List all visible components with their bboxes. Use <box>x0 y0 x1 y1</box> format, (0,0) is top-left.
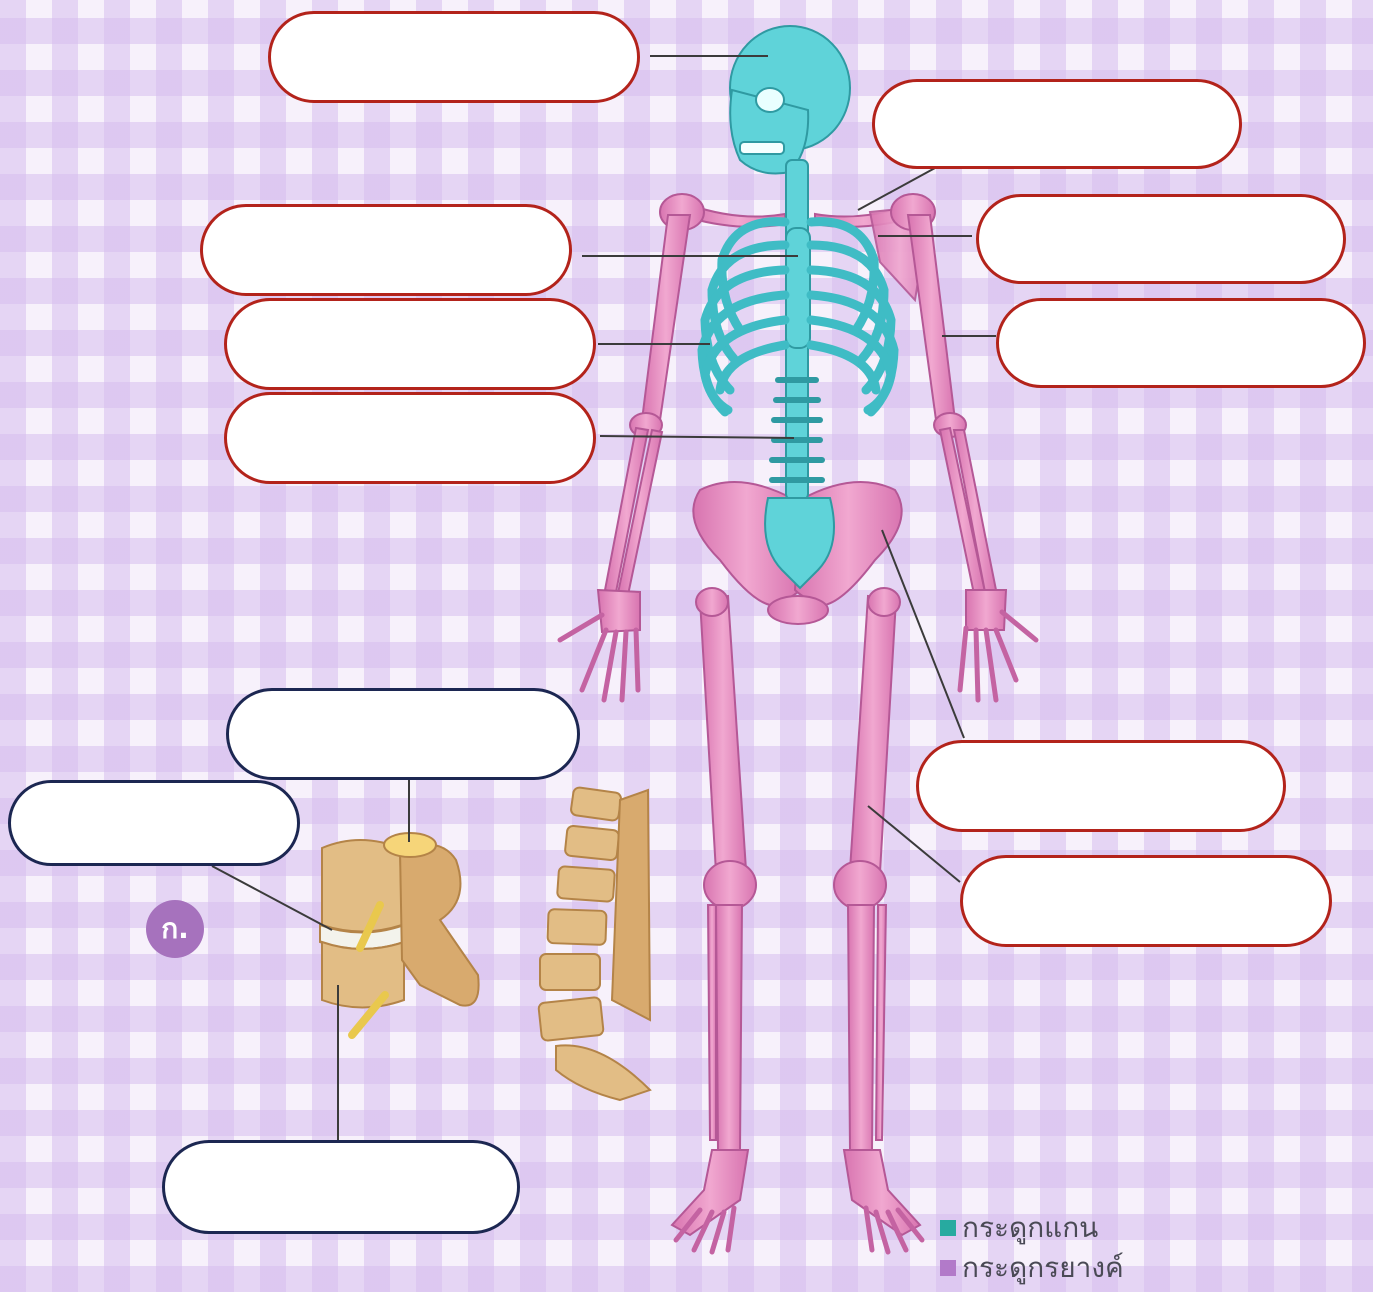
foot-left <box>672 1150 748 1235</box>
label-box-spinal-cord[interactable] <box>226 688 580 780</box>
humerus-left <box>642 215 690 420</box>
tibia-right <box>848 905 874 1150</box>
label-box-ribs[interactable] <box>224 298 596 390</box>
pubis <box>768 596 828 624</box>
label-box-skull[interactable] <box>268 11 640 103</box>
tibia-left <box>716 905 742 1150</box>
hand-right <box>966 590 1006 630</box>
legend: กระดูกแกน กระดูกรยางค์ <box>940 1208 1124 1288</box>
legend-swatch-appendicular <box>940 1260 956 1276</box>
vertebra-detail <box>320 833 479 1035</box>
eye-socket <box>756 88 784 112</box>
femur-left <box>700 596 746 872</box>
label-box-pelvis[interactable] <box>916 740 1286 832</box>
fibula-right <box>876 905 886 1140</box>
knee-left <box>704 861 756 909</box>
label-box-sternum[interactable] <box>200 204 572 296</box>
humerus-right <box>908 215 955 420</box>
label-box-humerus[interactable] <box>996 298 1366 388</box>
legend-swatch-axial <box>940 1220 956 1236</box>
label-box-scapula[interactable] <box>976 194 1346 284</box>
label-box-clavicle[interactable] <box>872 79 1242 169</box>
legend-item-axial: กระดูกแกน <box>940 1208 1124 1248</box>
teeth <box>740 142 784 154</box>
hand-left <box>598 590 640 632</box>
vertebral-body-lower <box>322 942 404 1008</box>
knee-right <box>834 861 886 909</box>
label-box-vertebra[interactable] <box>162 1140 520 1234</box>
label-box-intervertebral-disc[interactable] <box>8 780 300 866</box>
femur-head-left <box>696 588 728 616</box>
legend-item-appendicular: กระดูกรยางค์ <box>940 1248 1124 1288</box>
figure-badge: ก. <box>146 900 204 958</box>
sternum-bone <box>786 228 810 348</box>
spine-column-side <box>538 787 650 1100</box>
label-box-femur[interactable] <box>960 855 1332 947</box>
femur-head-right <box>868 588 900 616</box>
vertebral-processes <box>400 844 479 1005</box>
label-box-vertebral-column[interactable] <box>224 392 596 484</box>
legend-label-appendicular: กระดูกรยางค์ <box>962 1246 1124 1290</box>
fibula-left <box>708 905 716 1140</box>
legend-label-axial: กระดูกแกน <box>962 1206 1098 1250</box>
femur-right <box>850 596 896 872</box>
